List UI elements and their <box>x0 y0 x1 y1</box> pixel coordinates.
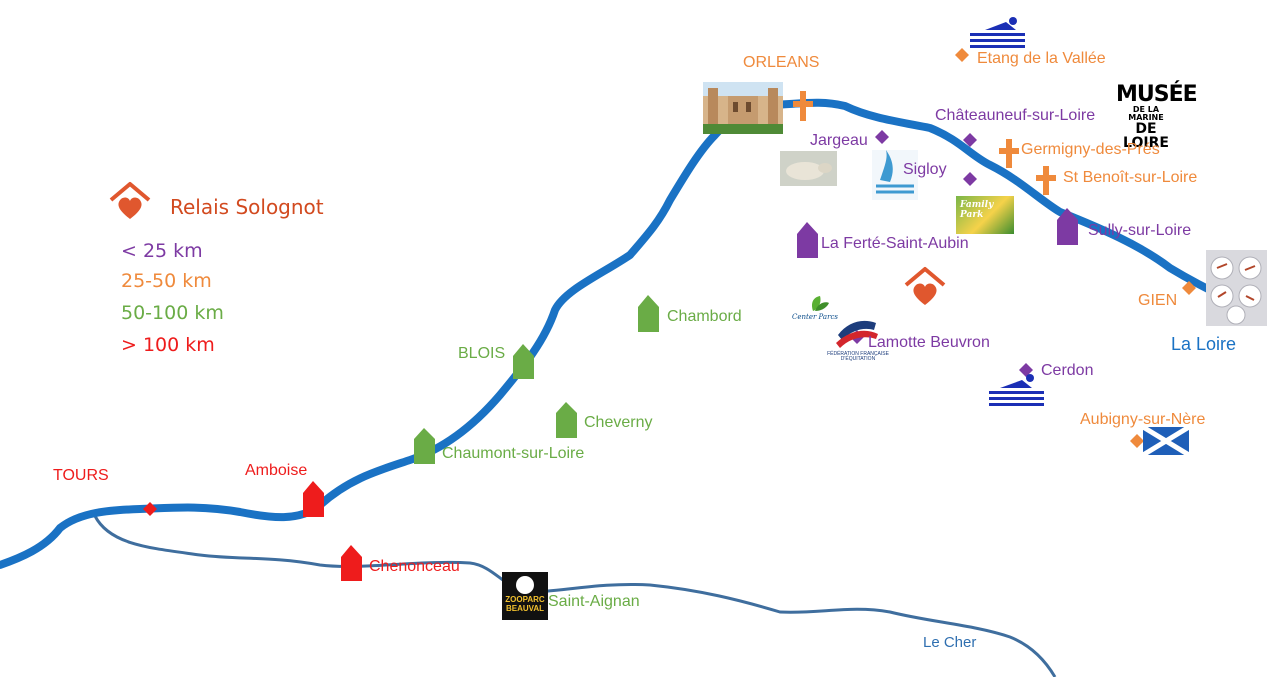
castle-icon <box>556 402 577 438</box>
diamond-marker-icon <box>1130 434 1144 448</box>
cross-icon <box>999 139 1019 168</box>
gien-photo <box>1206 250 1267 326</box>
sigloy-logo-icon <box>872 150 918 200</box>
place-amboise: Amboise <box>245 462 308 479</box>
place-st-benoit: St Benoît-sur-Loire <box>1063 169 1198 186</box>
place-jargeau: Jargeau <box>810 132 868 149</box>
castle-icon <box>341 545 362 581</box>
place-gien: GIEN <box>1138 292 1178 309</box>
heart-house-icon <box>904 267 946 305</box>
cross-icon <box>793 91 813 121</box>
center-parcs-logo-text: Center Parcs <box>792 313 838 321</box>
place-aubigny: Aubigny-sur-Nère <box>1080 411 1206 428</box>
swimming-icon <box>989 374 1044 406</box>
place-chaumont: Chaumont-sur-Loire <box>442 445 585 462</box>
river-cher <box>93 515 1057 677</box>
place-cheverny: Cheverny <box>584 414 653 431</box>
place-chateauneuf: Châteauneuf-sur-Loire <box>935 107 1096 124</box>
place-chenonceau: Chenonceau <box>369 558 460 575</box>
castle-icon <box>797 222 818 258</box>
castle-icon <box>1057 208 1078 245</box>
jargeau-photo <box>780 151 837 186</box>
musee-logo-line3: DE LOIRE <box>1123 121 1169 151</box>
musee-logo-line1: MUSÉE <box>1116 82 1198 107</box>
place-germigny: Germigny-des-Prés <box>1021 141 1160 158</box>
zoo-logo-line1: ZOOPARC <box>505 595 545 604</box>
legend-title: Relais Solognot <box>170 195 324 219</box>
zooparc-beauval-logo: ZOOPARC BEAUVAL <box>502 572 548 620</box>
musee-logo-line2: DE LA MARINE <box>1128 105 1164 122</box>
place-cerdon: Cerdon <box>1041 362 1094 379</box>
diamond-marker-icon <box>143 502 157 516</box>
diamond-marker-icon <box>963 133 977 147</box>
musee-marine-loire-logo: MUSÉE DE LA MARINE DE LOIRE <box>1116 70 1198 150</box>
heart-house-icon <box>109 182 151 219</box>
castle-icon <box>513 344 534 379</box>
river-label-loire: La Loire <box>1171 334 1237 354</box>
castle-icon <box>303 481 324 517</box>
place-lamotte: Lamotte Beuvron <box>868 334 990 351</box>
place-chambord: Chambord <box>667 308 742 325</box>
cross-icon <box>1036 166 1056 195</box>
legend-item-gt100: > 100 km <box>121 334 215 356</box>
legend-item-50-100: 50-100 km <box>121 302 224 324</box>
diamond-marker-icon <box>1182 281 1196 295</box>
diamond-marker-icon <box>963 172 977 186</box>
place-blois: BLOIS <box>458 345 506 362</box>
center-parcs-logo-icon <box>811 296 829 311</box>
orleans-photo <box>703 82 783 134</box>
legend-item-25-50: 25-50 km <box>121 270 212 292</box>
diamond-marker-icon <box>955 48 969 62</box>
place-orleans: ORLEANS <box>743 54 820 71</box>
diamond-marker-icon <box>875 130 889 144</box>
legend-item-lt25: < 25 km <box>121 240 203 262</box>
place-saint-aignan: Saint-Aignan <box>548 593 640 610</box>
river-loire <box>0 98 1234 569</box>
river-label-cher: Le Cher <box>923 634 977 651</box>
place-la-ferte: La Ferté-Saint-Aubin <box>821 235 969 252</box>
castle-icon <box>638 295 659 332</box>
place-tours: TOURS <box>53 467 109 484</box>
place-sully: Sully-sur-Loire <box>1088 222 1192 239</box>
castle-icon <box>414 428 435 464</box>
diamond-marker-icon <box>1019 363 1033 377</box>
ffe-logo-text: FÉDÉRATION FRANÇAISE D'ÉQUITATION <box>827 351 889 362</box>
family-park-logo: Family Park <box>956 196 1014 234</box>
zoo-logo-line2: BEAUVAL <box>505 604 545 613</box>
swimming-icon <box>970 17 1025 48</box>
place-etang: Etang de la Vallée <box>977 50 1106 67</box>
ffe-logo-icon <box>836 320 878 348</box>
saltire-flag-icon <box>1141 424 1191 458</box>
place-sigloy: Sigloy <box>903 161 947 178</box>
